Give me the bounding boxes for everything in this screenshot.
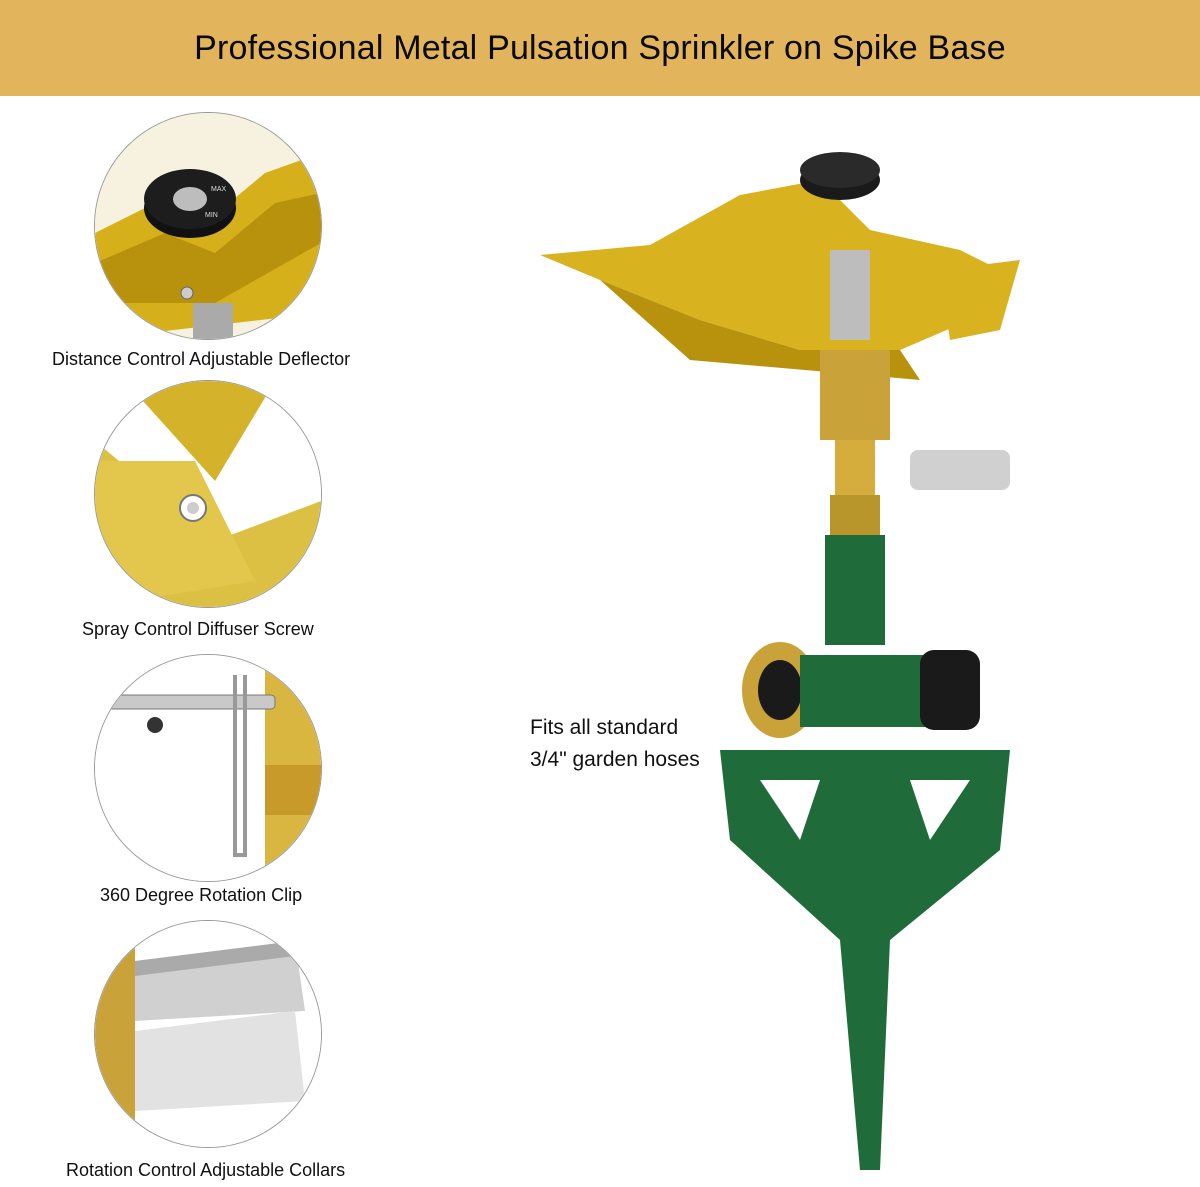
feature-caption: Spray Control Diffuser Screw [82,619,314,639]
title-banner: Professional Metal Pulsation Sprinkler o… [0,0,1200,96]
feature-image-deflector: MAX MIN [94,112,322,340]
sprinkler-product-image [540,150,1040,1185]
feature-caption: 360 Degree Rotation Clip [100,885,303,905]
feature-caption: Distance Control Adjustable Deflector [52,349,351,369]
feature-image-rotation-clip [94,654,322,882]
feature-image-diffuser-screw [94,380,322,608]
feature-image-collars [94,920,322,1148]
hose-compatibility-callout: Fits all standard 3/4" garden hoses [530,712,700,776]
callout-line-1: Fits all standard [530,716,679,739]
callout-line-2: 3/4" garden hoses [530,748,700,771]
feature-caption: Rotation Control Adjustable Collars [66,1160,346,1180]
page-title: Professional Metal Pulsation Sprinkler o… [194,28,1006,67]
svg-text:MAX: MAX [211,186,227,193]
svg-text:MIN: MIN [205,212,218,219]
